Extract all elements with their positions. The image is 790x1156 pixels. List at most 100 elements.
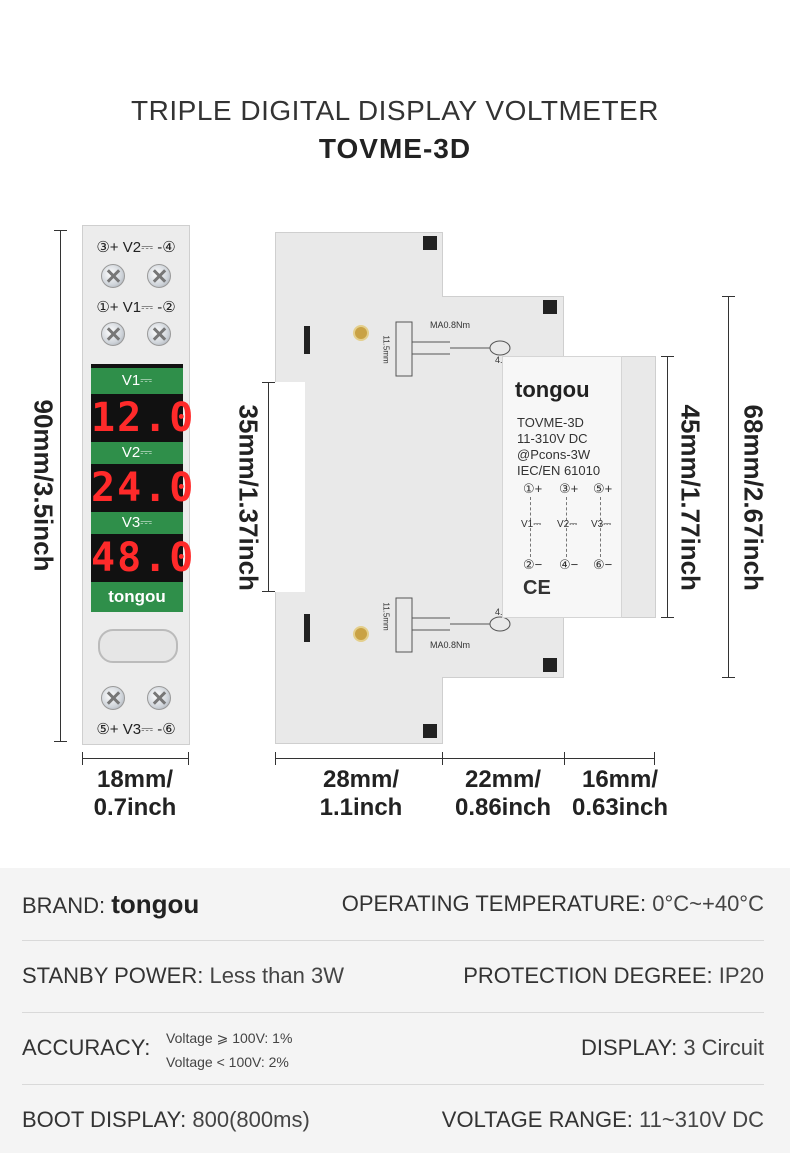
terminal-screw-icon: [353, 626, 369, 642]
spec-value: 800(800ms): [192, 1107, 310, 1132]
dimension-tick: [188, 752, 189, 765]
terminal-line: [530, 497, 532, 557]
terminal-screw-icon: [353, 325, 369, 341]
accuracy-high: Voltage ⩾ 100V: 1%: [166, 1030, 293, 1046]
product-label: tongou TOVME-3D 11-310V DC @Pcons-3W IEC…: [502, 356, 622, 618]
screw-icon: [147, 264, 171, 288]
depth3-label: 16mm/ 0.63inch: [571, 766, 669, 821]
terminal-minus-1: ②−: [523, 557, 543, 572]
terminal-v1: V1⎓: [521, 519, 542, 530]
dimension-tick: [54, 230, 67, 231]
terminal-plus-1: ①+: [523, 481, 543, 496]
label-height-dimension-line: [667, 356, 668, 618]
side-mark: [543, 300, 557, 314]
terminal-v2: V2⎓: [557, 519, 578, 530]
spec-right: OPERATING TEMPERATURE: 0°C~+40°C: [342, 868, 764, 940]
spec-key: OPERATING TEMPERATURE:: [341, 891, 647, 916]
terminal-plus-2: ③+: [559, 481, 579, 496]
height-dimension-line: [60, 230, 61, 742]
reading-v3: 48.0: [91, 535, 196, 581]
reading-v1: 12.0: [91, 395, 196, 441]
product-model: TOVME-3D: [318, 133, 472, 164]
label-line-3: @Pcons-3W: [517, 447, 591, 462]
terminal-plus-3: ⑤+: [593, 481, 613, 496]
ce-mark: CE: [523, 577, 551, 599]
spec-key: VOLTAGE RANGE:: [441, 1107, 633, 1132]
spec-key: PROTECTION DEGREE:: [463, 963, 713, 988]
product-title: TRIPLE DIGITAL DISPLAY VOLTMETER: [131, 95, 659, 126]
spec-left: BOOT DISPLAY: 800(800ms): [22, 1084, 310, 1156]
dimension-tick: [262, 382, 275, 383]
front-brand-logo: tongou: [91, 582, 183, 612]
channel-label-v2: V2⎓: [91, 442, 183, 464]
side-brand-logo: tongou: [515, 377, 590, 402]
side-slot: [304, 326, 310, 354]
spec-left: STANBY POWER: Less than 3W: [22, 940, 344, 1012]
terminal-minus-2: ④−: [559, 557, 579, 572]
spec-key: BOOT DISPLAY:: [22, 1107, 187, 1132]
side-mark: [423, 236, 437, 250]
spec-value: tongou: [111, 889, 200, 919]
spec-value: IP20: [718, 963, 764, 988]
width-front-label: 18mm/ 0.7inch: [93, 766, 177, 821]
spec-key: STANBY POWER:: [22, 963, 204, 988]
din-rail-slot: [275, 382, 305, 592]
spec-left: BRAND: tongou: [22, 868, 199, 940]
spec-right: VOLTAGE RANGE: 11~310V DC: [442, 1084, 764, 1156]
dimension-tick: [262, 591, 275, 592]
spec-table: BRAND: tongou OPERATING TEMPERATURE: 0°C…: [0, 868, 790, 1153]
wiring-diagram-bottom: [395, 597, 511, 653]
torque-label-top: MA0.8Nm: [430, 320, 471, 330]
terminal-v3: V3⎓: [591, 519, 612, 530]
label-height-label: 45mm/1.77inch: [675, 404, 706, 591]
screw-icon: [147, 322, 171, 346]
spec-left: ACCURACY:: [22, 1012, 150, 1084]
spec-value: Less than 3W: [209, 963, 344, 988]
spec-value: 3 Circuit: [683, 1035, 764, 1060]
strip-length-bottom: 11.5mm: [381, 602, 391, 631]
depth-dimension-line: [275, 758, 655, 759]
mid-height-dimension-line: [268, 382, 269, 592]
dimension-tick: [722, 296, 735, 297]
spec-row: BRAND: tongou OPERATING TEMPERATURE: 0°C…: [22, 868, 764, 941]
torque-label-bottom: MA0.8Nm: [430, 640, 471, 650]
spec-value: 0°C~+40°C: [652, 891, 764, 916]
din-clip-window: [98, 629, 178, 663]
depth2-label: 22mm/ 0.86inch: [454, 766, 552, 821]
terminal-line: [566, 497, 568, 557]
channel-label-v3: V3⎓: [91, 512, 183, 534]
spec-row: ACCURACY: Voltage ⩾ 100V: 1% Voltage < 1…: [22, 1012, 764, 1085]
reading-v2: 24.0: [91, 465, 196, 511]
terminal-line: [600, 497, 602, 557]
dimension-tick: [82, 752, 83, 765]
label-line-2: 11-310V DC: [517, 431, 588, 446]
depth1-label: 28mm/ 1.1inch: [319, 766, 403, 821]
body-height-label: 68mm/2.67inch: [738, 404, 769, 591]
dimension-tick: [564, 752, 565, 765]
spec-row: STANBY POWER: Less than 3W PROTECTION DE…: [22, 940, 764, 1013]
width-dimension-line: [82, 758, 188, 759]
display-panel: V1⎓ 12.0 V2⎓ 24.0 V3⎓ 48.0 tongou: [91, 364, 196, 612]
dimension-tick: [275, 752, 276, 765]
spec-key: ACCURACY:: [22, 1035, 151, 1060]
dimension-tick: [661, 617, 674, 618]
accuracy-values: Voltage ⩾ 100V: 1% Voltage < 100V: 2%: [166, 1026, 292, 1074]
label-line-1: TOVME-3D: [517, 415, 584, 430]
terminal-label-bottom: ⑤+ V3⎓ -⑥: [96, 721, 176, 738]
wiring-diagram-top: [395, 321, 511, 377]
screw-icon: [147, 686, 171, 710]
terminal-label-top2: ①+ V1⎓ -②: [96, 299, 176, 316]
spec-key: DISPLAY:: [580, 1035, 678, 1060]
side-mark: [423, 724, 437, 738]
label-line-4: IEC/EN 61010: [517, 463, 601, 478]
terminal-minus-3: ⑥−: [593, 557, 613, 572]
screw-icon: [101, 264, 125, 288]
dimension-tick: [54, 741, 67, 742]
channel-label-v1: V1⎓: [91, 368, 183, 394]
dimension-tick: [661, 356, 674, 357]
terminal-label-top1: ③+ V2⎓ -④: [96, 239, 176, 256]
spec-right: PROTECTION DEGREE: IP20: [463, 940, 764, 1012]
screw-icon: [101, 686, 125, 710]
height-front-label: 90mm/3.5inch: [28, 399, 59, 572]
mid-height-label: 35mm/1.37inch: [233, 404, 264, 591]
